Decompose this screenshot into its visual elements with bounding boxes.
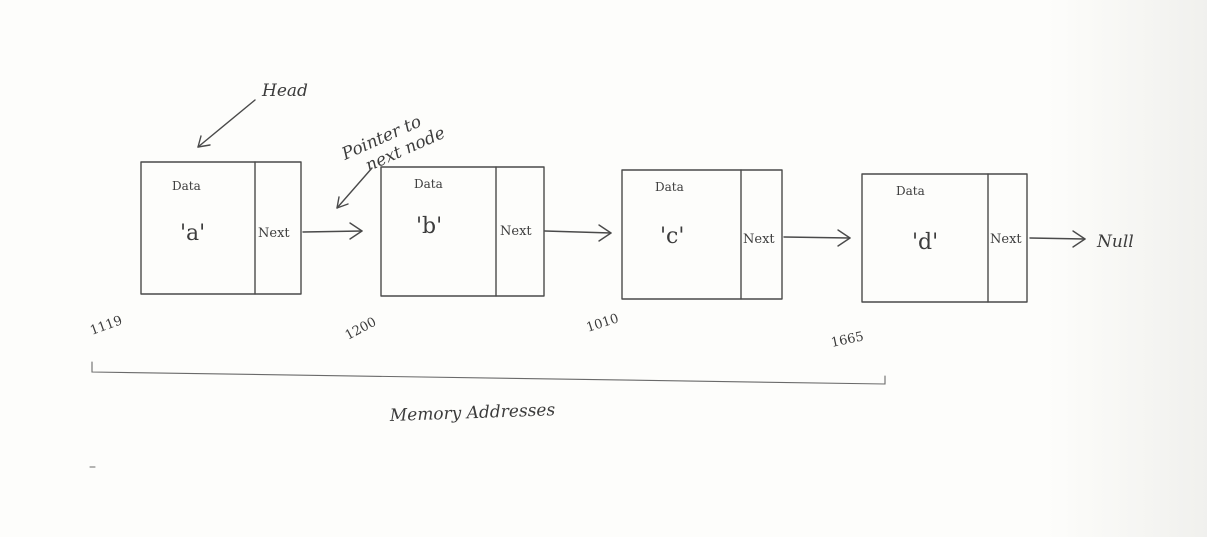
node-a-value: 'a' <box>180 221 205 246</box>
next-arrow-c-d <box>783 229 851 247</box>
node-a: Data 'a' Next <box>140 161 302 295</box>
node-b-box <box>380 166 545 297</box>
pointer-note: Pointer to next node <box>338 112 448 176</box>
svg-text:1665: 1665 <box>830 329 865 351</box>
node-d-data-label: Data <box>896 184 925 198</box>
node-d-address: 1665 <box>830 329 865 351</box>
node-c-box <box>621 169 783 300</box>
node-d: Data 'd' Next <box>861 173 1028 303</box>
node-a-next-label: Next <box>258 226 290 241</box>
node-a-box <box>140 161 302 295</box>
node-a-address: 1119 <box>88 313 124 338</box>
svg-text:1010: 1010 <box>585 311 621 335</box>
svg-text:1200: 1200 <box>343 315 379 344</box>
node-c: Data 'c' Next <box>621 169 783 300</box>
next-arrow-d-null <box>1029 230 1086 248</box>
head-arrow <box>197 99 256 148</box>
null-label: Null <box>1096 232 1134 252</box>
node-a-data-label: Data <box>172 179 201 193</box>
svg-text:1119: 1119 <box>88 313 124 338</box>
paper-shadow <box>1047 0 1207 537</box>
memory-addresses-label: Memory Addresses <box>388 400 555 426</box>
next-arrow-b-c <box>544 224 612 242</box>
node-b-address: 1200 <box>343 315 379 344</box>
node-c-data-label: Data <box>655 180 684 194</box>
node-b-value: 'b' <box>416 214 442 239</box>
next-arrow-a-b <box>302 222 363 240</box>
node-d-value: 'd' <box>912 230 938 255</box>
node-d-box <box>861 173 1028 303</box>
node-c-next-label: Next <box>743 232 775 247</box>
node-b-next-label: Next <box>500 224 532 239</box>
pointer-note-arrow <box>336 167 373 209</box>
node-d-next-label: Next <box>990 232 1022 247</box>
head-label: Head <box>261 81 308 101</box>
node-b-data-label: Data <box>414 177 443 191</box>
node-c-address: 1010 <box>585 311 621 335</box>
memory-bracket <box>91 361 886 385</box>
node-c-value: 'c' <box>660 224 684 249</box>
node-b: Data 'b' Next <box>380 166 545 297</box>
